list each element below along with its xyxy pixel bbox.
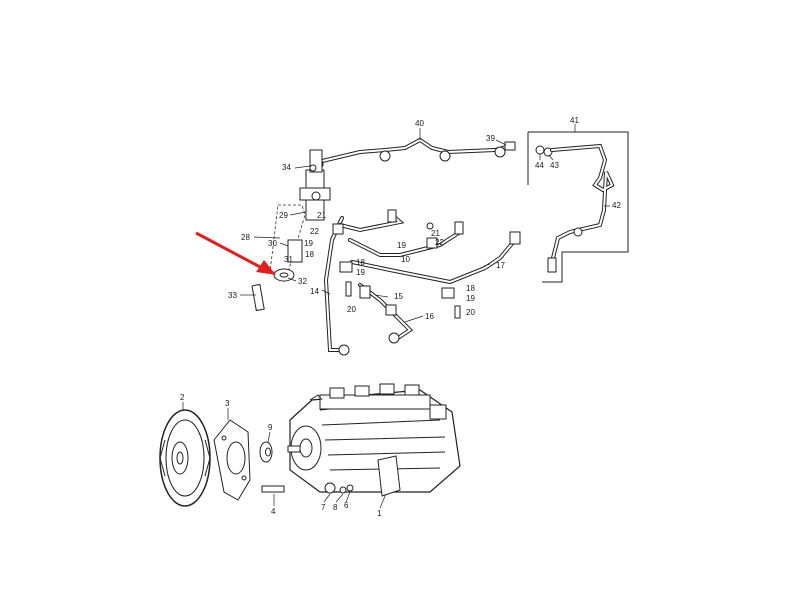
- part-label-39: 39: [486, 134, 495, 143]
- part-label-19: 19: [466, 294, 475, 303]
- part-label-1: 1: [377, 509, 382, 518]
- part-label-22: 22: [310, 227, 319, 236]
- part-label-18: 18: [305, 250, 314, 259]
- part-label-20: 20: [347, 305, 356, 314]
- leader-lines: [182, 124, 610, 509]
- part-label-14: 14: [310, 287, 319, 296]
- part-label-42: 42: [612, 201, 621, 210]
- part-label-3: 3: [225, 399, 230, 408]
- part-label-44: 44: [535, 161, 544, 170]
- part-label-2: 2: [180, 393, 185, 402]
- part-label-8: 8: [333, 503, 338, 512]
- part-label-34: 34: [282, 163, 291, 172]
- part-label-19: 19: [356, 268, 365, 277]
- part-label-19: 19: [304, 239, 313, 248]
- part-label-21: 21: [431, 229, 440, 238]
- part-label-32: 32: [298, 277, 307, 286]
- part-label-33: 33: [228, 291, 237, 300]
- part-label-15: 15: [394, 292, 403, 301]
- part-label-19: 19: [397, 241, 406, 250]
- part-label-9: 9: [268, 423, 273, 432]
- part-number-labels: 40 39 41 44 43 42 34 29 21 22 19 18 28 3…: [180, 116, 621, 518]
- part-label-28: 28: [241, 233, 250, 242]
- part-label-7: 7: [321, 503, 326, 512]
- part-label-43: 43: [550, 161, 559, 170]
- part-label-10: 10: [401, 255, 410, 264]
- part-label-4: 4: [271, 507, 276, 516]
- fuel-pipe-assembly: [251, 131, 629, 356]
- part-label-17: 17: [496, 261, 505, 270]
- highlight-arrow: [195, 231, 276, 275]
- part-label-22: 22: [435, 238, 444, 247]
- part-label-16: 16: [425, 312, 434, 321]
- part-label-31: 31: [284, 255, 293, 264]
- part-label-21: 21: [317, 211, 326, 220]
- part-label-30: 30: [268, 239, 277, 248]
- part-label-40: 40: [415, 119, 424, 128]
- part-label-6: 6: [344, 501, 349, 510]
- part-label-41: 41: [570, 116, 579, 125]
- part-label-20: 20: [466, 308, 475, 317]
- injection-pump-assembly: [159, 383, 461, 507]
- part-label-18: 18: [356, 258, 365, 267]
- part-label-18: 18: [466, 284, 475, 293]
- part-label-29: 29: [279, 211, 288, 220]
